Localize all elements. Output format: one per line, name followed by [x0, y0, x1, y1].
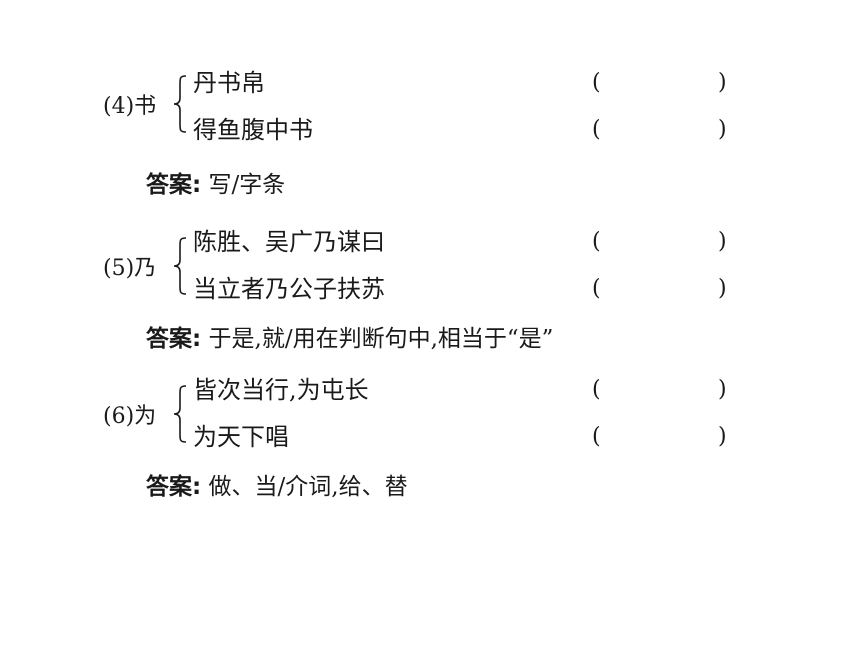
sentence-a: 丹书帛: [193, 69, 265, 97]
blank-paren-open: (: [592, 276, 601, 301]
answer-label: 答案:: [146, 326, 202, 352]
blank-paren-open: (: [592, 424, 601, 449]
blank-paren-close: ): [718, 70, 727, 95]
sentence-b: 当立者乃公子扶苏: [193, 275, 385, 303]
question-number: (5)乃: [103, 256, 157, 281]
curly-brace-icon: [173, 237, 187, 295]
question-number: (6)为: [103, 404, 157, 429]
question-number: (4)书: [103, 94, 157, 119]
answer-label: 答案:: [146, 474, 202, 500]
blank-paren-close: ): [718, 377, 727, 402]
sentence-b: 为天下唱: [193, 423, 289, 451]
answer-text: 做、当/介词,给、替: [208, 474, 408, 500]
answer-text: 于是,就/用在判断句中,相当于“是”: [208, 326, 554, 352]
blank-paren-close: ): [718, 276, 727, 301]
answer-line-5: 答案: 于是,就/用在判断句中,相当于“是”: [146, 324, 553, 354]
blank-paren-open: (: [592, 229, 601, 254]
curly-brace-icon: [173, 75, 187, 133]
curly-brace-icon: [173, 385, 187, 443]
sentence-a: 皆次当行,为屯长: [193, 376, 369, 404]
blank-paren-close: ): [718, 229, 727, 254]
answer-line-6: 答案: 做、当/介词,给、替: [146, 472, 408, 502]
answer-label: 答案:: [146, 172, 202, 198]
answer-line-4: 答案: 写/字条: [146, 170, 285, 200]
answer-text: 写/字条: [208, 172, 286, 198]
blank-paren-close: ): [718, 117, 727, 142]
blank-paren-close: ): [718, 424, 727, 449]
sentence-b: 得鱼腹中书: [193, 116, 313, 144]
blank-paren-open: (: [592, 117, 601, 142]
blank-paren-open: (: [592, 70, 601, 95]
blank-paren-open: (: [592, 377, 601, 402]
sentence-a: 陈胜、吴广乃谋曰: [193, 228, 385, 256]
